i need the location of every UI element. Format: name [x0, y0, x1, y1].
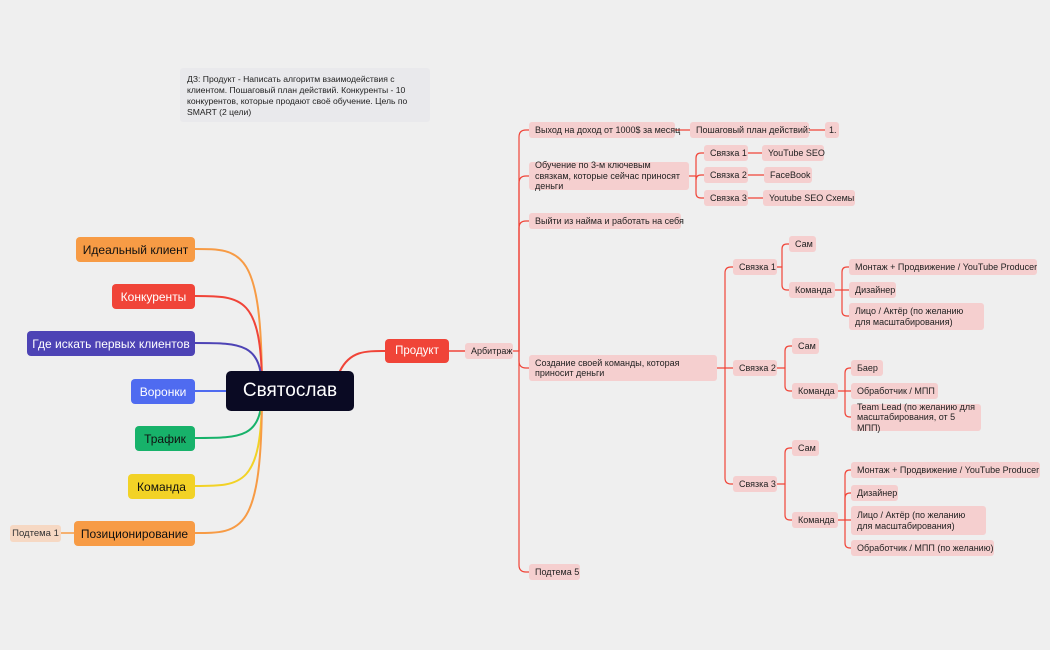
team-link-3-role-1[interactable]: Монтаж + Продвижение / YouTube Producer	[851, 462, 1040, 478]
learning-link-2[interactable]: Связка 2	[704, 167, 748, 183]
node-own-team[interactable]: Создание своей команды, которая приносит…	[529, 355, 717, 381]
node-step-plan[interactable]: Пошаговый план действий:	[690, 122, 810, 138]
team-link-3[interactable]: Связка 3	[733, 476, 777, 492]
central-topic[interactable]: Святослав	[226, 371, 354, 411]
team-link-3-team[interactable]: Команда	[792, 512, 838, 528]
team-link-1[interactable]: Связка 1	[733, 259, 777, 275]
topic-team[interactable]: Команда	[128, 474, 195, 499]
node-subtopic-5[interactable]: Подтема 5	[529, 564, 580, 580]
team-link-2-role-1[interactable]: Баер	[851, 360, 883, 376]
node-arbitrage[interactable]: Арбитраж	[465, 343, 513, 359]
topic-first-clients[interactable]: Где искать первых клиентов	[27, 331, 195, 356]
team-link-1-role-3[interactable]: Лицо / Актёр (по желанию для масштабиров…	[849, 303, 984, 330]
learning-link-3[interactable]: Связка 3	[704, 190, 748, 206]
team-link-3-role-2[interactable]: Дизайнер	[851, 485, 898, 501]
team-link-3-role-3[interactable]: Лицо / Актёр (по желанию для масштабиров…	[851, 506, 986, 535]
learning-link-1[interactable]: Связка 1	[704, 145, 748, 161]
topic-funnels[interactable]: Воронки	[131, 379, 195, 404]
homework-note: ДЗ: Продукт - Написать алгоритм взаимоде…	[180, 68, 430, 122]
team-link-3-solo[interactable]: Сам	[792, 440, 819, 456]
learning-link-2-detail[interactable]: FaceBook	[764, 167, 812, 183]
topic-product[interactable]: Продукт	[385, 339, 449, 363]
topic-competitors[interactable]: Конкуренты	[112, 284, 195, 309]
team-link-2[interactable]: Связка 2	[733, 360, 777, 376]
team-link-2-solo[interactable]: Сам	[792, 338, 819, 354]
team-link-2-team[interactable]: Команда	[792, 383, 838, 399]
node-learning[interactable]: Обучение по 3-м ключевым связкам, которы…	[529, 160, 689, 191]
node-income-goal[interactable]: Выход на доход от 1000$ за месяц	[529, 122, 680, 138]
team-link-1-team[interactable]: Команда	[789, 282, 835, 298]
learning-link-3-detail[interactable]: Youtube SEO Схемы	[763, 190, 855, 206]
team-link-3-role-4[interactable]: Обработчик / МПП (по желанию)	[851, 540, 994, 556]
team-link-1-solo[interactable]: Сам	[789, 236, 816, 252]
topic-positioning[interactable]: Позиционирование	[74, 521, 195, 546]
topic-ideal-client[interactable]: Идеальный клиент	[76, 237, 195, 262]
team-link-1-role-2[interactable]: Дизайнер	[849, 282, 896, 298]
node-quit-job[interactable]: Выйти из найма и работать на себя	[529, 213, 684, 229]
team-link-2-role-2[interactable]: Обработчик / МПП	[851, 383, 938, 399]
node-plan-step-1[interactable]: 1.	[825, 122, 839, 138]
team-link-1-role-1[interactable]: Монтаж + Продвижение / YouTube Producer	[849, 259, 1037, 275]
team-link-2-role-3[interactable]: Team Lead (по желанию для масштабировани…	[851, 402, 981, 433]
subtopic-1[interactable]: Подтема 1	[10, 525, 61, 542]
learning-link-1-detail[interactable]: YouTube SEO	[762, 145, 825, 161]
topic-traffic[interactable]: Трафик	[135, 426, 195, 451]
